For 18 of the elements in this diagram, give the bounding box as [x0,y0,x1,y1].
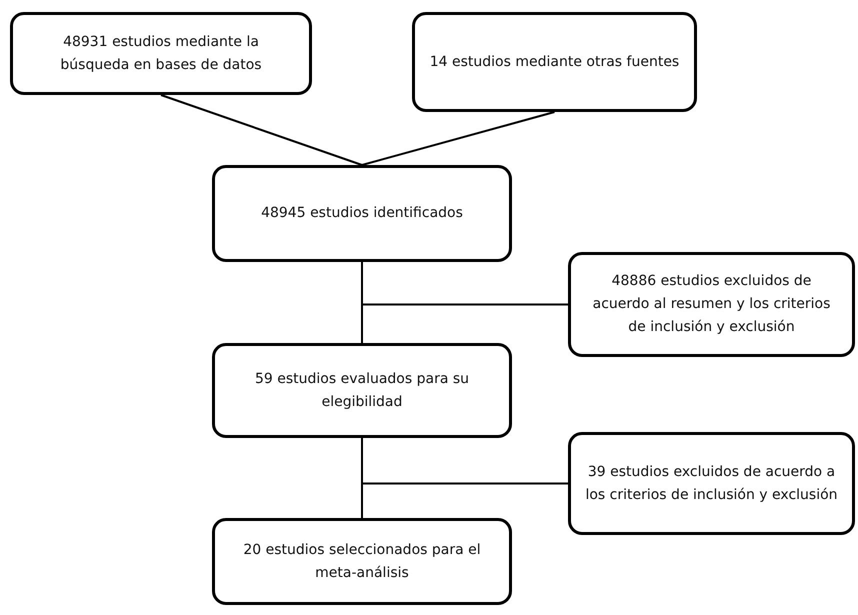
process-box [568,252,855,357]
process-box [412,12,697,112]
process-box [568,432,855,535]
process-box [212,343,512,438]
connector-line [362,111,555,166]
process-box [212,165,512,262]
box-text: 59 estudios evaluados para su elegibilidad [254,370,470,410]
process-box [10,12,312,95]
connector-line [361,438,568,484]
box-text: 48931 estudios mediante la búsqueda en bases de datos [60,34,262,72]
box-text: 14 estudios mediante otras fuentes [430,54,680,70]
box-text: 48886 estudios excluidos de acuerdo al resumen y los criterios de inclusión y exclusión [592,273,830,335]
box-text: 39 estudios excluidos de acuerdo a los criterios de inclusión y exclusión [585,464,838,502]
connector-line [160,94,362,166]
connector-line [361,262,568,306]
box-text: 48945 estudios identificados [261,205,463,222]
box-text: 20 estudios seleccionados para el meta-análisis [243,542,481,580]
process-box [212,518,512,605]
